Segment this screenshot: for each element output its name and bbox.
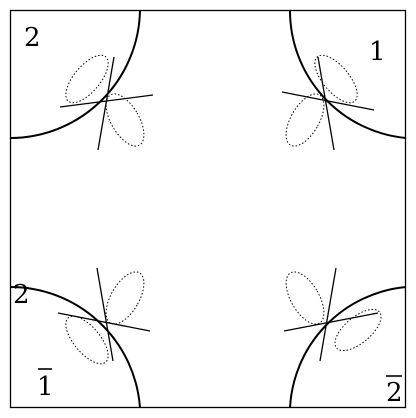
label-top-left-secondary: 2 — [13, 280, 30, 310]
label-top-right: 1 — [369, 37, 386, 67]
label-bottom-left-barred: 1 — [37, 372, 54, 402]
crossing-line — [319, 267, 337, 362]
arc-top-left — [9, 9, 141, 139]
motif-top-right — [281, 54, 375, 151]
crossing-line — [59, 94, 154, 108]
motif-top-left — [59, 54, 154, 151]
crossing-line — [96, 267, 114, 362]
label-top-left: 2 — [24, 23, 41, 53]
dotted-lobe — [285, 271, 325, 325]
crossing-line — [281, 91, 375, 111]
dotted-lobe — [65, 315, 109, 365]
arc-bottom-left — [9, 285, 141, 409]
label-bottom-right-barred: 2 — [386, 378, 403, 408]
dotted-lobe — [334, 308, 382, 352]
crossing-line — [283, 312, 379, 332]
arc-top-right — [288, 9, 407, 139]
dotted-lobe — [65, 54, 109, 104]
frame-border — [9, 9, 407, 409]
crossing-line — [57, 312, 151, 332]
dotted-lobe — [314, 54, 358, 104]
crossing-line — [97, 56, 115, 151]
motif-bottom-right — [283, 267, 382, 362]
motif-bottom-left — [57, 267, 151, 365]
crossing-line — [317, 56, 335, 151]
dotted-lobe — [105, 271, 145, 325]
dotted-lobe — [285, 93, 325, 147]
dotted-lobe — [105, 93, 145, 147]
